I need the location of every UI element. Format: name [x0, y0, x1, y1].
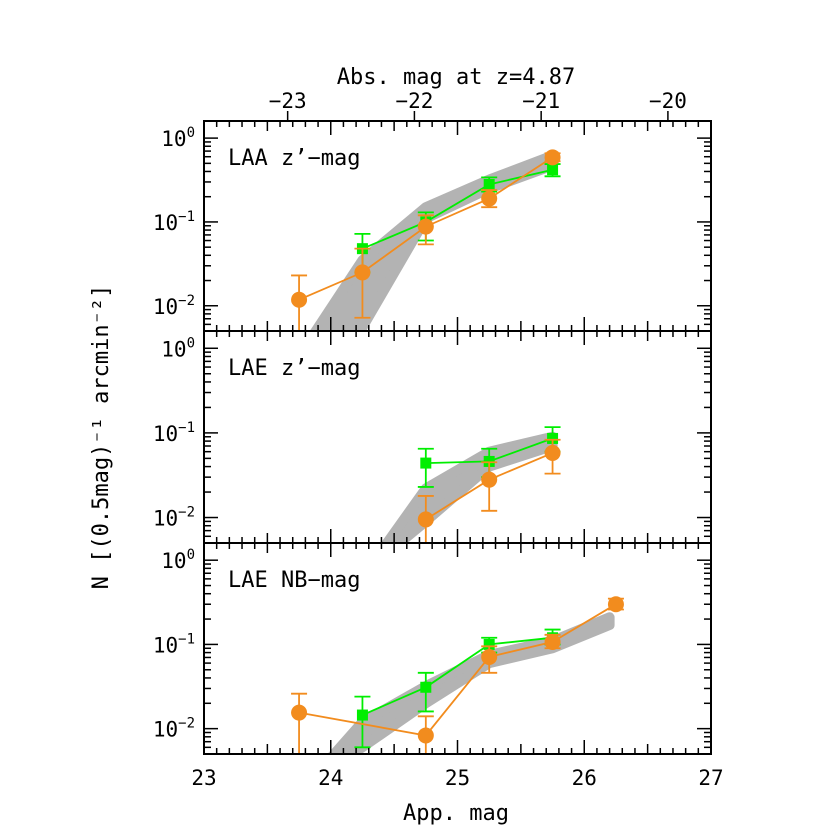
green-data-point	[420, 681, 432, 693]
green-data-point	[483, 178, 495, 190]
orange-data-point	[544, 444, 561, 461]
y-tick-label: 10−2	[153, 505, 195, 531]
y-tick-label: 10−1	[153, 209, 195, 235]
orange-data-point	[481, 648, 498, 665]
model-band	[380, 431, 558, 543]
orange-data-point	[291, 704, 308, 721]
top-tick-label: −23	[269, 89, 307, 113]
y-tick-label: 100	[161, 547, 195, 573]
green-data-point	[547, 432, 559, 444]
green-series-line	[362, 636, 553, 716]
panel-2	[203, 330, 712, 544]
panel-data	[291, 149, 561, 331]
model-band	[309, 150, 558, 331]
x-axis-title: App. mag	[403, 801, 509, 826]
top-tick-label: −22	[395, 89, 433, 113]
orange-data-point	[417, 727, 434, 744]
y-tick-label: 10−1	[153, 420, 195, 446]
orange-data-point	[417, 218, 434, 235]
x-tick-label: 27	[698, 766, 723, 790]
orange-data-point	[291, 291, 308, 308]
orange-data-point	[544, 149, 561, 166]
model-band	[327, 612, 615, 754]
orange-data-point	[481, 471, 498, 488]
green-data-point	[483, 638, 495, 650]
panel-data	[380, 426, 561, 543]
x-tick-label: 25	[445, 766, 470, 790]
panel-label: LAE z’−mag	[228, 356, 360, 381]
y-tick-label: 10−2	[153, 293, 195, 319]
orange-data-point	[544, 633, 561, 650]
orange-data-point	[481, 190, 498, 207]
y-tick-label: 100	[161, 125, 195, 151]
y-axis-title: N [(0.5mag)⁻¹ arcmin⁻²]	[89, 285, 114, 590]
green-data-point	[547, 164, 559, 176]
y-tick-label: 10−2	[153, 716, 195, 742]
y-tick-label: 100	[161, 335, 195, 361]
panel-label: LAA z’−mag	[228, 146, 360, 171]
panel-label: LAE NB−mag	[228, 568, 360, 593]
top-axis-title: Abs. mag at z=4.87	[337, 65, 575, 90]
orange-data-point	[354, 264, 371, 281]
x-tick-label: 26	[572, 766, 597, 790]
green-series-line	[362, 168, 553, 250]
green-data-point	[420, 457, 432, 469]
orange-data-point	[607, 596, 624, 613]
x-tick-label: 23	[191, 766, 216, 790]
panel-data	[291, 596, 624, 754]
top-tick-label: −20	[649, 89, 687, 113]
orange-data-point	[417, 511, 434, 528]
top-tick-label: −21	[522, 89, 560, 113]
y-tick-label: 10−1	[153, 631, 195, 657]
x-tick-label: 24	[318, 766, 343, 790]
panel-3	[203, 542, 712, 755]
panel-1	[203, 120, 712, 332]
green-data-point	[356, 709, 368, 721]
